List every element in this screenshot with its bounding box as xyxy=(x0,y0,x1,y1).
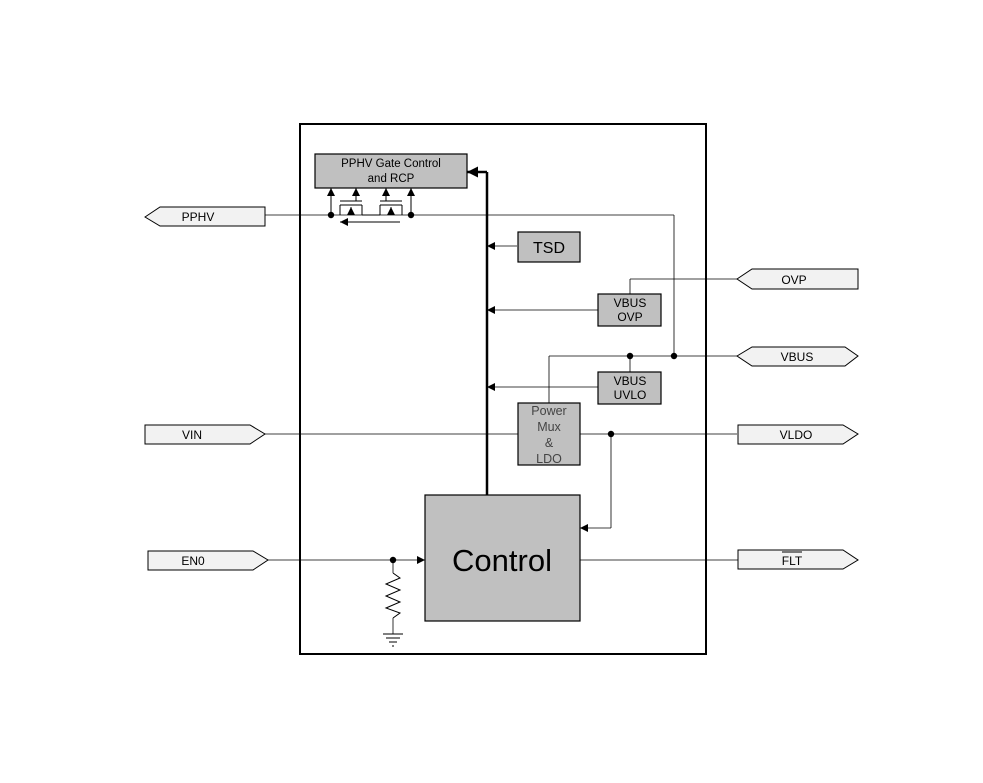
pin-pphv-label: PPHV xyxy=(182,210,215,224)
pull-down-resistor xyxy=(384,572,402,619)
vbus-ovp-label-1: VBUS xyxy=(614,296,647,310)
pin-ovp: OVP xyxy=(736,268,859,290)
power-mux-label-2: Mux xyxy=(537,420,561,434)
control-bus xyxy=(467,166,489,495)
block-tsd: TSD xyxy=(517,231,581,263)
signal-arrows xyxy=(393,242,611,564)
pin-vin: VIN xyxy=(144,424,266,445)
power-mux-label-3: & xyxy=(545,436,554,450)
pin-vldo: VLDO xyxy=(737,424,859,445)
vbus-ovp-label-2: OVP xyxy=(617,310,642,324)
vbus-uvlo-label-1: VBUS xyxy=(614,374,647,388)
power-mux-label-1: Power xyxy=(531,404,566,418)
gate-control-label-1: PPHV Gate Control xyxy=(341,158,441,170)
power-mux-label-4: LDO xyxy=(536,452,562,466)
pin-pphv: PPHV xyxy=(144,206,266,227)
gate-control-label-2: and RCP xyxy=(368,173,415,185)
ic-outline xyxy=(299,123,707,655)
pin-flt: FLT xyxy=(737,549,859,570)
block-control: Control xyxy=(424,494,581,622)
ground-icon xyxy=(383,633,403,647)
block-vbus-ovp: VBUS OVP xyxy=(597,293,662,327)
pin-vbus-label: VBUS xyxy=(781,350,814,364)
junction-dots xyxy=(327,211,678,564)
pin-flt-label: FLT xyxy=(782,554,803,568)
connections xyxy=(265,214,738,634)
pin-en0: EN0 xyxy=(147,550,269,571)
pin-vin-label: VIN xyxy=(182,428,202,442)
pin-vldo-label: VLDO xyxy=(780,428,813,442)
tsd-label: TSD xyxy=(533,240,565,257)
pin-vbus: VBUS xyxy=(736,346,859,367)
pin-ovp-label: OVP xyxy=(781,273,806,287)
mosfet-switch-symbol xyxy=(327,188,415,226)
control-label: Control xyxy=(452,543,552,578)
vbus-uvlo-label-2: UVLO xyxy=(614,388,647,402)
block-power-mux-ldo: Power Mux & LDO xyxy=(517,402,581,466)
block-gate-control: PPHV Gate Control and RCP xyxy=(314,153,468,189)
block-vbus-uvlo: VBUS UVLO xyxy=(597,371,662,405)
pin-en0-label: EN0 xyxy=(181,554,205,568)
